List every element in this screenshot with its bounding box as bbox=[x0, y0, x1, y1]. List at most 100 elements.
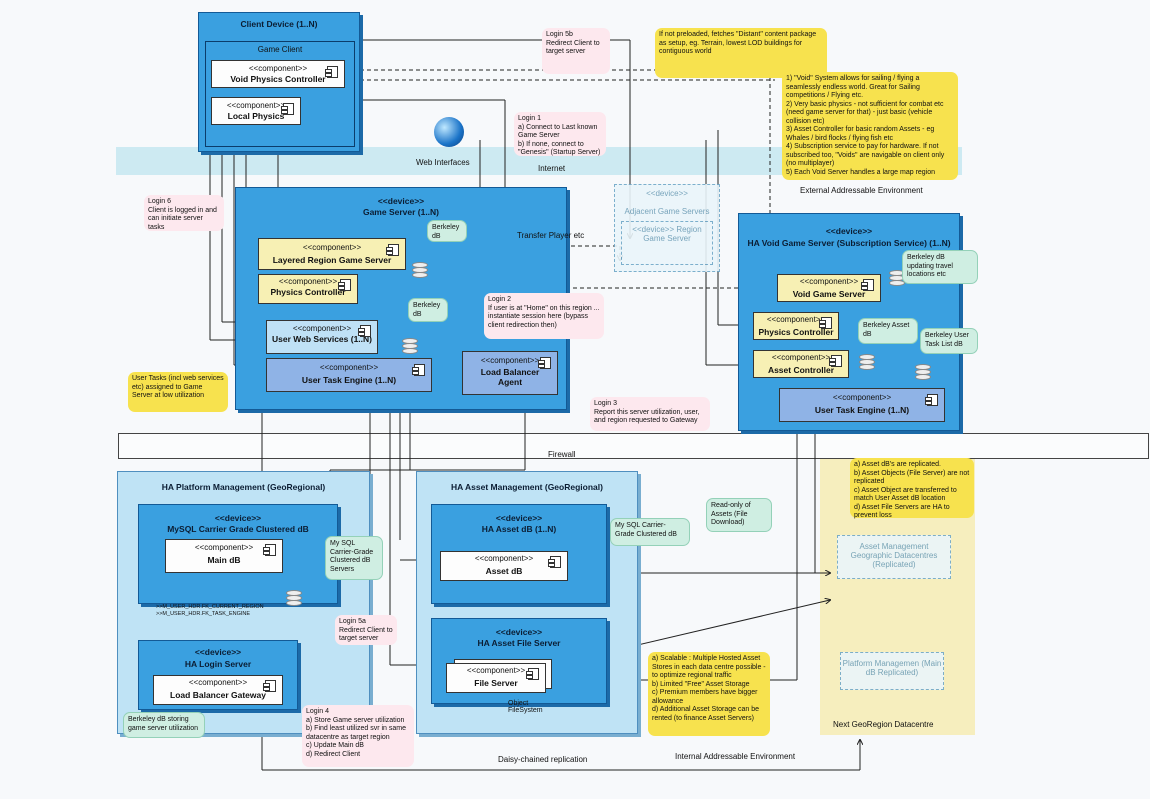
mysql-cg2-note: My SQL Carrier-Grade Clustered dB bbox=[610, 518, 690, 546]
firewall-band bbox=[118, 433, 1149, 459]
component-stereotype: <<component>> bbox=[480, 356, 540, 365]
database-icon bbox=[412, 262, 428, 280]
login-server-device: <<device>> HA Login Server <<component>>… bbox=[138, 640, 298, 710]
component-stereotype: <<component>> bbox=[474, 554, 534, 563]
component-name: User Task Engine (1..N) bbox=[301, 375, 397, 385]
void-info-note: 1) "Void" System allows for sailing / fl… bbox=[782, 72, 958, 180]
void-physics-controller: <<component>> Void Physics Controller bbox=[211, 60, 345, 88]
platform-management: HA Platform Management (GeoRegional) <<d… bbox=[117, 471, 370, 734]
external-env-label: External Addressable Environment bbox=[800, 186, 923, 195]
mysql-cg-note: My SQL Carrier-Grade Clustered dB Server… bbox=[325, 536, 383, 580]
load-balancer-agent: <<component>> Load Balancer Agent bbox=[462, 351, 558, 395]
file-server: <<component>> File Server bbox=[446, 663, 546, 693]
component-icon bbox=[263, 544, 276, 556]
void-user-task-engine: <<component>> User Task Engine (1..N) bbox=[779, 388, 945, 422]
login-5b-note: Login 5b Redirect Client to target serve… bbox=[542, 28, 610, 74]
user-web-services: <<component>> User Web Services (1..N) bbox=[266, 320, 378, 354]
local-physics: <<component>> Local Physics bbox=[211, 97, 301, 125]
database-icon bbox=[915, 364, 931, 382]
physics-controller: <<component>> Physics Controller bbox=[258, 274, 358, 304]
asset-db-device: <<device>> HA Asset dB (1..N) <<componen… bbox=[431, 504, 607, 604]
user-tasks-note: User Tasks (incl web services etc) assig… bbox=[128, 372, 228, 412]
component-name: Load Balancer Gateway bbox=[170, 690, 266, 700]
asset-file-server-device: <<device>> HA Asset File Server <<compon… bbox=[431, 618, 607, 704]
device-title: HA Login Server bbox=[184, 659, 252, 669]
asset-geo-datacentres: Asset Management Geographic Datacentres … bbox=[837, 535, 951, 579]
internet-label: Internet bbox=[538, 164, 566, 173]
login-1-note: Login 1 a) Connect to Last known Game Se… bbox=[514, 112, 606, 156]
component-icon bbox=[412, 364, 425, 376]
component-name: File Server bbox=[474, 678, 518, 688]
component-name: Physics Controller bbox=[758, 327, 834, 337]
transfer-label: Transfer Player etc bbox=[517, 231, 585, 240]
device-title: Game Server (1..N) bbox=[362, 207, 440, 217]
component-stereotype: <<component>> bbox=[188, 678, 248, 687]
adjacent-game-servers: <<device>> Adjacent Game Servers <<devic… bbox=[614, 184, 720, 272]
component-stereotype: <<component>> bbox=[292, 324, 352, 333]
component-stereotype: <<component>> bbox=[766, 315, 826, 324]
component-stereotype: <<component>> bbox=[278, 277, 338, 286]
login-2-note: Login 2 If user is at "Home" on this reg… bbox=[484, 293, 604, 339]
device-stereotype: <<device>> bbox=[194, 647, 242, 657]
web-globe-icon bbox=[434, 117, 464, 147]
component-stereotype: <<component>> bbox=[799, 277, 859, 286]
berkeley-db-note: Berkeley dB bbox=[408, 298, 448, 322]
login-6-note: Login 6 Client is logged in and can init… bbox=[144, 195, 224, 231]
component-name: Physics Controller bbox=[270, 287, 346, 297]
component-icon bbox=[263, 680, 276, 692]
login-4-note: Login 4 a) Store Game server utilization… bbox=[302, 705, 414, 767]
component-icon bbox=[829, 355, 842, 367]
component-name: User Web Services (1..N) bbox=[272, 334, 372, 344]
component-stereotype: <<component>> bbox=[832, 393, 892, 402]
main-db: <<component>> Main dB bbox=[165, 539, 283, 573]
device-title: HA Asset dB (1..N) bbox=[481, 524, 557, 534]
component-icon bbox=[861, 279, 874, 291]
mysql-device: <<device>> MySQL Carrier Grade Clustered… bbox=[138, 504, 338, 604]
device-stereotype: <<device>> bbox=[646, 189, 688, 198]
internal-env-label: Internal Addressable Environment bbox=[675, 752, 796, 761]
assets-replication-note: a) Asset dB's are replicated. b) Asset O… bbox=[850, 458, 974, 519]
readonly-note: Read-only of Assets (File Download) bbox=[706, 498, 772, 532]
component-icon bbox=[538, 357, 551, 369]
component-name: Asset dB bbox=[485, 566, 523, 576]
component-icon bbox=[386, 244, 399, 256]
component-icon bbox=[338, 279, 351, 291]
device-stereotype: <<device>> bbox=[377, 196, 425, 206]
component-stereotype: <<component>> bbox=[194, 543, 254, 552]
game-client-label: Game Client bbox=[257, 45, 303, 54]
component-stereotype: <<component>> bbox=[226, 101, 286, 110]
device-stereotype: <<device>> bbox=[495, 513, 543, 523]
component-name: Void Physics Controller bbox=[230, 74, 326, 84]
component-stereotype: <<component>> bbox=[466, 666, 526, 675]
login-3-note: Login 3 Report this server utilization, … bbox=[590, 397, 710, 431]
device-title: HA Void Game Server (Subscription Servic… bbox=[747, 238, 951, 248]
component-stereotype: <<component>> bbox=[302, 243, 362, 252]
component-name: Void Game Server bbox=[792, 289, 866, 299]
component-icon bbox=[925, 394, 938, 406]
preload-note: If not preloaded, fetches "Distant" cont… bbox=[655, 28, 827, 78]
asset-management: HA Asset Management (GeoRegional) <<devi… bbox=[416, 471, 638, 734]
group-title: HA Platform Management (GeoRegional) bbox=[161, 482, 326, 492]
device-stereotype: <<device>> bbox=[495, 627, 543, 637]
void-game-server-device: <<device>> HA Void Game Server (Subscrip… bbox=[738, 213, 960, 431]
next-region-label: Next GeoRegion Datacentre bbox=[833, 720, 934, 729]
component-name: Layered Region Game Server bbox=[272, 255, 392, 265]
daisy-chain-label: Daisy-chained replication bbox=[498, 755, 588, 764]
void-physics-controller-comp: <<component>> Physics Controller bbox=[753, 312, 839, 340]
scalable-note: a) Scalable : Multiple Hosted Asset Stor… bbox=[648, 652, 770, 736]
device-stereotype: <<device>> bbox=[214, 513, 262, 523]
device-title: Adjacent Game Servers bbox=[624, 207, 710, 216]
void-game-server: <<component>> Void Game Server bbox=[777, 274, 881, 302]
region-game-server: <<device>> Region Game Server bbox=[621, 221, 713, 265]
client-device-title: Client Device (1..N) bbox=[240, 19, 318, 29]
device-stereotype: <<device>> bbox=[825, 226, 873, 236]
client-device: Client Device (1..N) Game Client <<compo… bbox=[198, 12, 360, 152]
group-title: HA Asset Management (GeoRegional) bbox=[451, 482, 603, 492]
asset-db: <<component>> Asset dB bbox=[440, 551, 568, 581]
component-icon bbox=[358, 325, 371, 337]
component-icon bbox=[325, 66, 338, 78]
game-client-package: Game Client bbox=[205, 41, 355, 147]
device-title: MySQL Carrier Grade Clustered dB bbox=[167, 524, 309, 534]
component-name: User Task Engine (1..N) bbox=[814, 405, 910, 415]
component-icon bbox=[819, 317, 832, 329]
